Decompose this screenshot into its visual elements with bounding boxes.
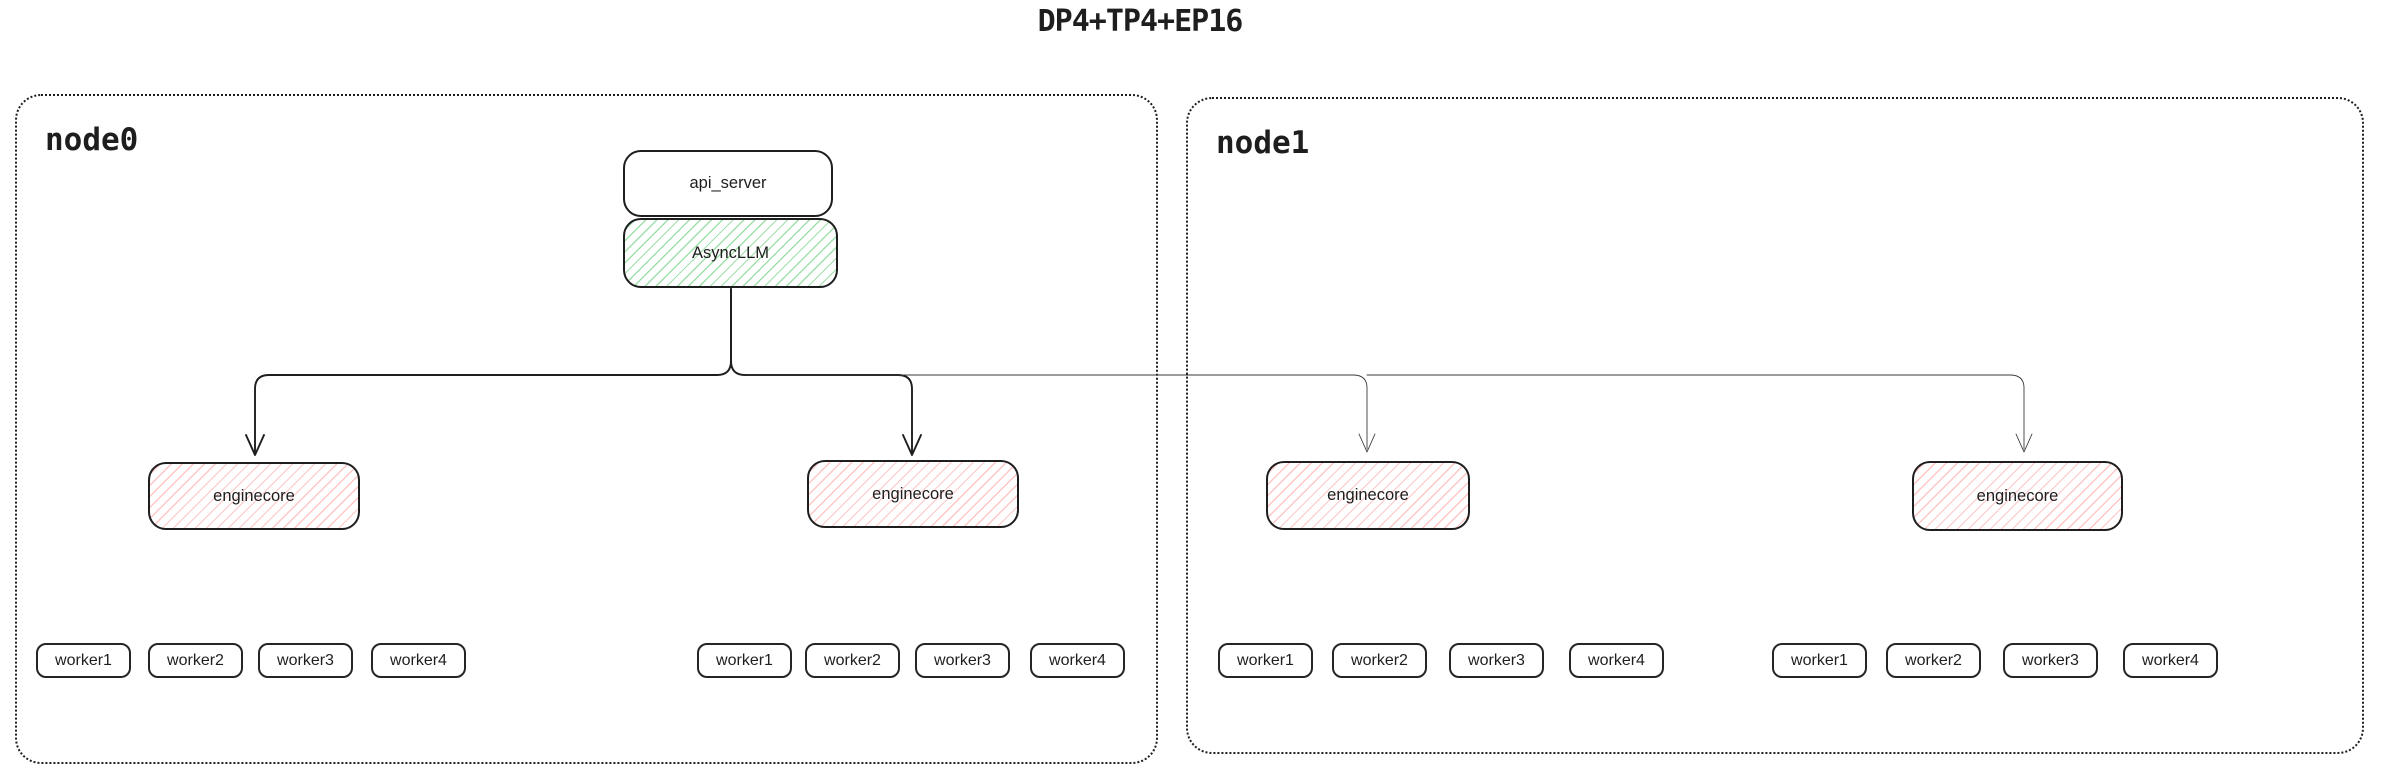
worker-label: worker1 — [716, 651, 773, 669]
enginecore-1-label: enginecore — [213, 486, 295, 505]
enginecore-3-label: enginecore — [1327, 486, 1409, 504]
worker-label: worker2 — [1351, 651, 1408, 669]
worker-box: worker4 — [1030, 643, 1125, 678]
node0-label: node0 — [45, 122, 139, 158]
worker-box: worker4 — [1569, 643, 1664, 678]
worker-box: worker2 — [1332, 643, 1427, 678]
enginecore-4-label: enginecore — [1976, 486, 2059, 505]
worker-label: worker4 — [390, 651, 447, 669]
worker-box: worker3 — [1449, 643, 1544, 678]
worker-label: worker3 — [277, 651, 334, 669]
enginecore-box-2: enginecore — [807, 460, 1019, 528]
worker-box: worker3 — [2003, 643, 2098, 678]
worker-box: worker2 — [805, 643, 900, 678]
worker-box: worker1 — [36, 643, 131, 678]
worker-label: worker3 — [934, 651, 991, 669]
worker-label: worker4 — [2142, 651, 2199, 669]
enginecore-2-label: enginecore — [872, 484, 954, 503]
worker-label: worker2 — [824, 651, 881, 669]
worker-box: worker2 — [1886, 643, 1981, 678]
worker-label: worker1 — [55, 651, 112, 669]
worker-label: worker2 — [167, 651, 224, 669]
enginecore-box-1: enginecore — [148, 462, 360, 530]
worker-box: worker1 — [1772, 643, 1867, 678]
enginecore-box-3: enginecore — [1266, 461, 1470, 530]
worker-box: worker4 — [371, 643, 466, 678]
worker-label: worker4 — [1588, 651, 1645, 669]
worker-label: worker4 — [1049, 651, 1106, 669]
worker-box: worker1 — [1218, 643, 1313, 678]
worker-box: worker2 — [148, 643, 243, 678]
enginecore-box-4: enginecore — [1912, 461, 2123, 531]
asyncllm-label: AsyncLLM — [691, 243, 770, 262]
worker-label: worker3 — [2022, 651, 2079, 669]
api-server-box: api_server — [623, 150, 833, 217]
node1-label: node1 — [1216, 125, 1310, 161]
worker-box: worker4 — [2123, 643, 2218, 678]
worker-box: worker3 — [258, 643, 353, 678]
worker-label: worker3 — [1468, 651, 1525, 669]
worker-box: worker3 — [915, 643, 1010, 678]
worker-label: worker2 — [1905, 651, 1962, 669]
api-server-label: api_server — [689, 174, 767, 192]
worker-label: worker1 — [1237, 651, 1294, 669]
worker-box: worker1 — [697, 643, 792, 678]
worker-label: worker1 — [1791, 651, 1848, 669]
diagram-title: DP4+TP4+EP16 — [1037, 4, 1244, 39]
asyncllm-box: AsyncLLM — [623, 218, 838, 288]
